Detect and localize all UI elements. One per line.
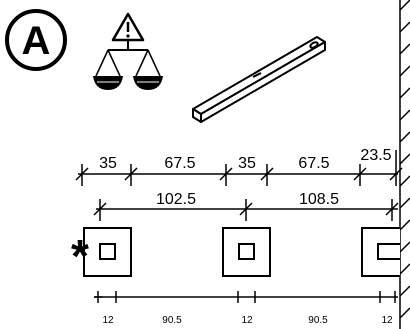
wall (399, 0, 410, 329)
step-letter: A (22, 19, 51, 63)
dim-top-4: 67.5 (298, 155, 329, 172)
dim-top-3: 35 (238, 155, 256, 172)
dimension-line-top (75, 150, 403, 186)
mounting-bracket (361, 227, 400, 277)
mounting-bracket (222, 227, 271, 277)
mounting-bracket (83, 227, 132, 277)
dimension-line-bottom (94, 291, 398, 303)
dimension-line-middle (93, 199, 399, 221)
dim-bottom-4: 90.5 (308, 315, 328, 326)
step-badge: A (5, 9, 67, 71)
dim-bottom-3: 12 (241, 315, 253, 326)
dim-top-5: 23.5 (360, 147, 391, 164)
dim-bottom-5: 12 (381, 315, 393, 326)
dim-top-2: 67.5 (164, 155, 195, 172)
asterisk-mark: * (71, 230, 89, 282)
dim-middle-2: 108.5 (299, 191, 339, 208)
dim-top-1: 35 (99, 155, 117, 172)
dim-bottom-2: 90.5 (162, 315, 182, 326)
dim-bottom-1: 12 (102, 315, 114, 326)
warning-icon (111, 12, 145, 42)
balance-scale-icon (93, 40, 163, 90)
dim-middle-1: 102.5 (156, 191, 196, 208)
spirit-level-icon (192, 36, 326, 123)
